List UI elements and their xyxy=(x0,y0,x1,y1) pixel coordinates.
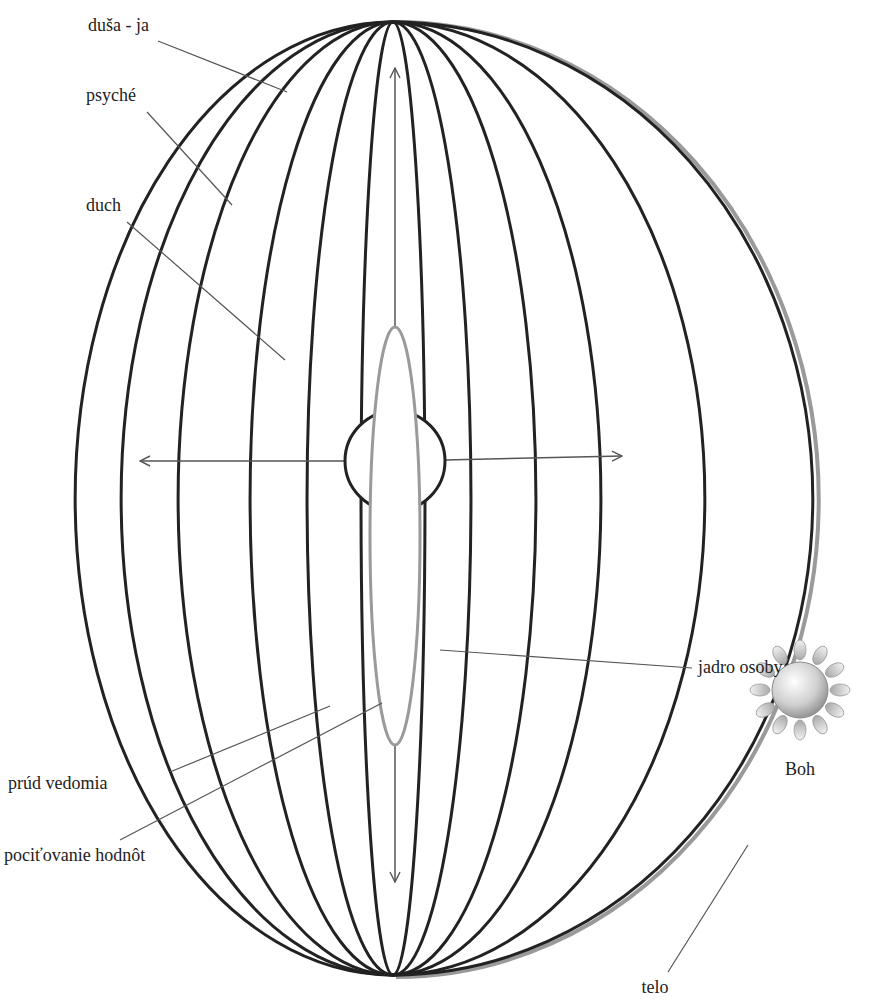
direction-arrows xyxy=(140,68,622,882)
part-label: jadro osoby xyxy=(698,656,783,678)
value-ellipse xyxy=(370,327,420,745)
part-label: psyché xyxy=(86,84,136,106)
part-label: telo xyxy=(642,976,669,998)
part-label: Boh xyxy=(785,758,815,780)
soul-layers xyxy=(75,22,813,975)
part-label: pociťovanie hodnôt xyxy=(4,844,145,866)
part-label: duch xyxy=(86,194,121,216)
body-shadow xyxy=(396,22,819,977)
god-sun-icon xyxy=(750,640,850,740)
leader-lines xyxy=(120,41,748,972)
part-label: prúd vedomia xyxy=(8,772,107,794)
part-label: duša - ja xyxy=(88,14,149,36)
